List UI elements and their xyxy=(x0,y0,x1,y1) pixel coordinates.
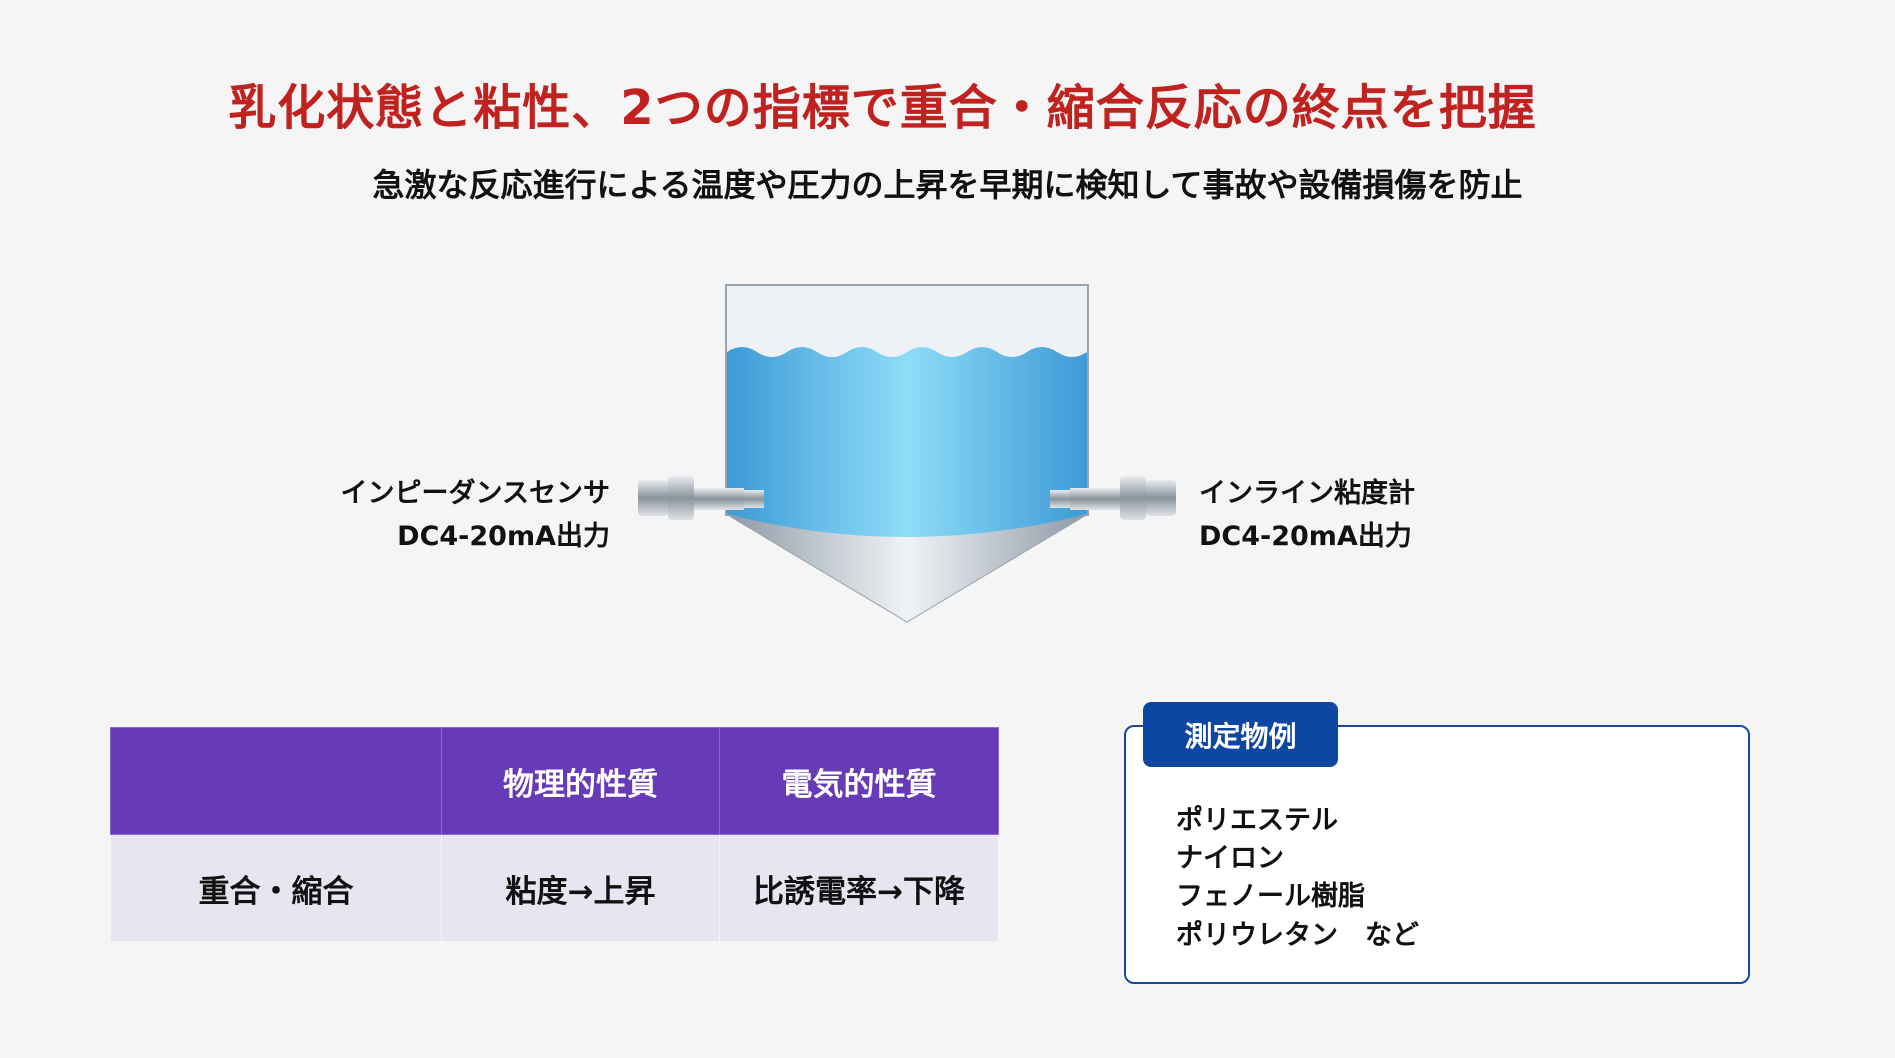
examples-label: 測定物例 xyxy=(1143,702,1338,767)
sensor-name: インピーダンスセンサ xyxy=(340,478,610,509)
page-title: 乳化状態と粘性、2つの指標で重合・縮合反応の終点を把握 xyxy=(228,80,1537,136)
header-cell: 物理的性質 xyxy=(441,727,720,835)
table-header-row: 物理的性質 電気的性質 xyxy=(110,727,999,835)
reactor-tank-illustration xyxy=(638,284,1176,623)
page-subtitle: 急激な反応進行による温度や圧力の上昇を早期に検知して事故や設備損傷を防止 xyxy=(372,166,1523,204)
list-item: ポリウレタン など xyxy=(1176,920,1419,951)
viscometer-fitting-icon xyxy=(1050,476,1176,520)
impedance-sensor-label: インピーダンスセンサ DC4-20mA出力 xyxy=(341,472,610,558)
header-cell: 電気的性質 xyxy=(719,727,999,835)
table-cell: 粘度→上昇 xyxy=(441,834,720,942)
table-row: 重合・縮合 粘度→上昇 比誘電率→下降 xyxy=(110,834,999,942)
viscometer-label: インライン粘度計 DC4-20mA出力 xyxy=(1199,472,1415,558)
sensor-name: インライン粘度計 xyxy=(1199,478,1415,509)
table-cell: 比誘電率→下降 xyxy=(719,834,999,942)
list-item: ポリエステル xyxy=(1176,805,1338,836)
sensor-output: DC4-20mA出力 xyxy=(397,521,610,552)
list-item: ナイロン xyxy=(1176,843,1284,874)
examples-box xyxy=(1124,725,1750,984)
table-cell: 重合・縮合 xyxy=(110,834,442,942)
sensor-output: DC4-20mA出力 xyxy=(1199,521,1412,552)
header-cell xyxy=(110,727,442,835)
property-table: 物理的性質 電気的性質 重合・縮合 粘度→上昇 比誘電率→下降 xyxy=(110,727,999,942)
list-item: フェノール樹脂 xyxy=(1176,881,1365,912)
impedance-sensor-fitting-icon xyxy=(638,476,764,520)
liquid xyxy=(727,347,1087,537)
